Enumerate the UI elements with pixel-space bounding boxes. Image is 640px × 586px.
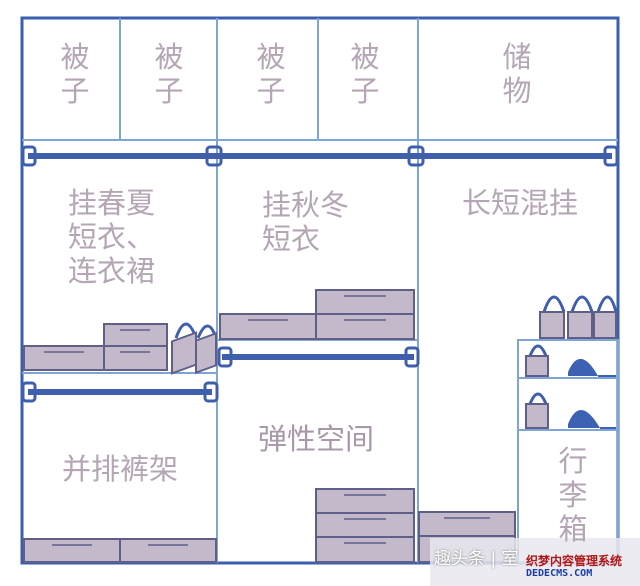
rod-bracket bbox=[407, 145, 425, 167]
handbag-icon bbox=[195, 324, 218, 375]
handbag-icon bbox=[593, 295, 618, 339]
storage-box bbox=[103, 345, 168, 371]
storage-box bbox=[315, 313, 415, 340]
rod-bracket bbox=[217, 346, 233, 368]
shoe-icon bbox=[568, 409, 600, 428]
watermark-text: 织梦内容管理系统 bbox=[526, 554, 623, 568]
watermark-text: DEDECMS.COM bbox=[526, 568, 593, 579]
shoe-icon bbox=[568, 358, 598, 376]
storage-box bbox=[119, 538, 217, 563]
label-flexible-space: 弹性空间 bbox=[257, 422, 374, 456]
pants-hanging-rod bbox=[28, 389, 212, 395]
rod-bracket bbox=[603, 145, 619, 167]
handbag-icon bbox=[525, 344, 549, 377]
label-top-5: 储 物 bbox=[502, 40, 532, 108]
handbag-icon bbox=[539, 295, 566, 339]
rod-bracket bbox=[404, 346, 420, 368]
rod-bracket bbox=[203, 381, 219, 403]
storage-box bbox=[219, 313, 317, 340]
watermark-background bbox=[430, 538, 640, 586]
handbag-icon bbox=[171, 322, 198, 375]
storage-box bbox=[23, 345, 105, 371]
label-hang-spring-summer: 挂春夏 短衣、 连衣裙 bbox=[68, 186, 156, 288]
rod-bracket bbox=[21, 145, 37, 167]
label-hang-autumn-winter: 挂秋冬 短衣 bbox=[262, 188, 350, 256]
watermark-text: 趣头条 | 室 bbox=[434, 549, 519, 569]
storage-box bbox=[103, 323, 168, 347]
upper-hanging-rod bbox=[28, 153, 612, 159]
storage-box bbox=[23, 538, 121, 563]
label-top-3: 被 子 bbox=[256, 40, 286, 108]
handbag-icon bbox=[567, 295, 594, 339]
storage-box bbox=[418, 511, 516, 537]
label-luggage: 行 李 箱 bbox=[558, 444, 588, 546]
storage-box bbox=[315, 289, 415, 315]
label-pants-rack: 并排裤架 bbox=[61, 452, 178, 486]
label-top-4: 被 子 bbox=[350, 40, 380, 108]
storage-box bbox=[315, 512, 415, 538]
storage-box bbox=[315, 488, 415, 514]
rod-bracket bbox=[21, 381, 37, 403]
storage-box bbox=[315, 536, 415, 563]
middle-hanging-rod bbox=[222, 354, 414, 360]
handbag-icon bbox=[525, 392, 549, 429]
label-top-1: 被 子 bbox=[60, 40, 90, 108]
rod-bracket bbox=[205, 145, 223, 167]
label-top-2: 被 子 bbox=[154, 40, 184, 108]
label-long-short-mixed: 长短混挂 bbox=[461, 186, 578, 220]
